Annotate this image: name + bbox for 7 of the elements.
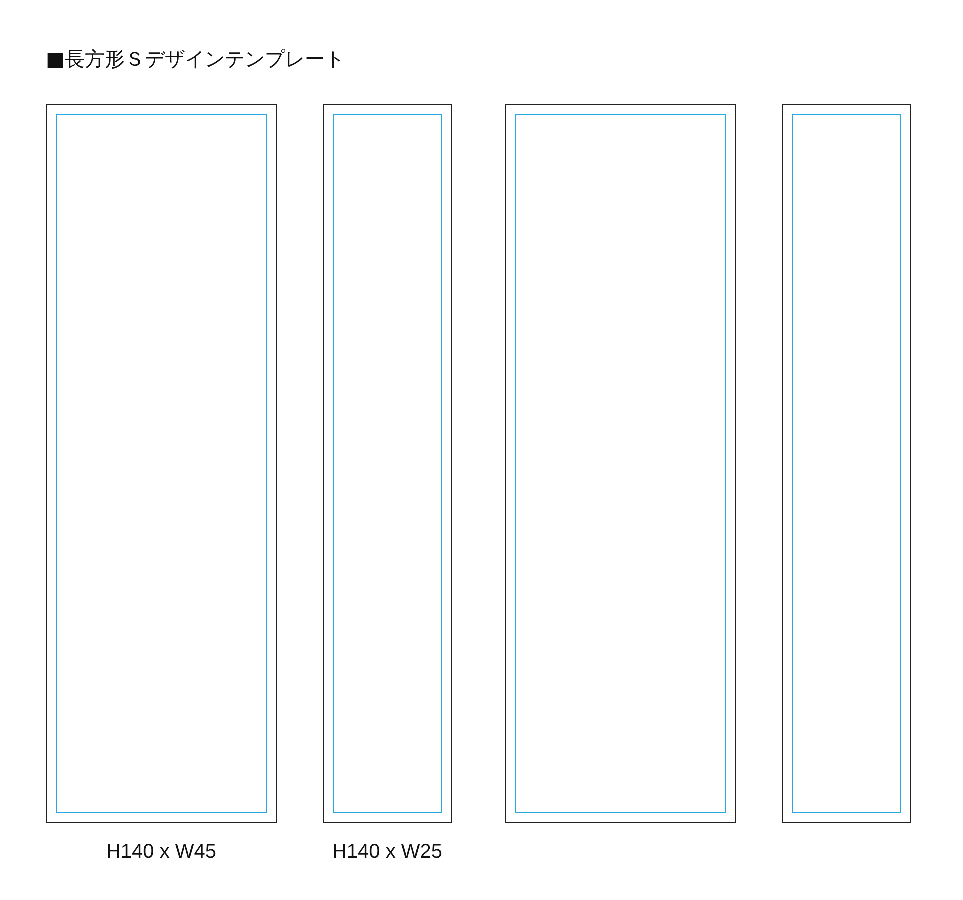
- safe-area-frame: [333, 114, 442, 813]
- safe-area-frame: [792, 114, 901, 813]
- title: ■長方形Ｓデザインテンプレート: [46, 46, 345, 73]
- size-label: H140 x W25: [332, 841, 443, 864]
- size-label: H140 x W45: [106, 841, 217, 864]
- template-frame: [323, 104, 452, 823]
- template-frame: [782, 104, 911, 823]
